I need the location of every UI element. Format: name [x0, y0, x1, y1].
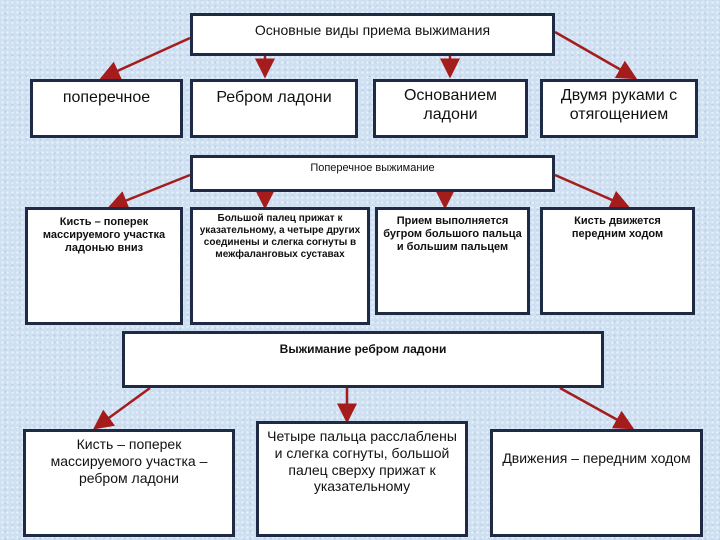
transverse-item-1: Кисть – поперек массируемого участка лад…: [25, 207, 183, 325]
transverse-item-4: Кисть движется передним ходом: [540, 207, 695, 315]
transverse-title-box: Поперечное выжимание: [190, 155, 555, 192]
arrow-title-to-two-hands: [554, 30, 638, 80]
type-box-palm-base: Основанием ладони: [373, 79, 528, 138]
type-box-transverse: поперечное: [30, 79, 183, 138]
type-box-palm-edge: Ребром ладони: [190, 79, 358, 138]
main-title-box: Основные виды приема выжимания: [190, 13, 555, 56]
transverse-item-3: Прием выполняется бугром большого пальца…: [375, 207, 530, 315]
edge-item-3: Движения – передним ходом: [490, 429, 703, 537]
arrow-transverse-to-item4: [554, 173, 631, 210]
arrow-edge-to-item3: [559, 386, 635, 430]
type-box-two-hands: Двумя руками с отягощением: [540, 79, 698, 138]
arrow-transverse-to-item1: [107, 173, 191, 210]
edge-title-box: Выжимание ребром ладони: [122, 331, 604, 388]
arrow-title-to-transverse: [99, 36, 191, 80]
edge-item-2: Четыре пальца расслаблены и слегка согну…: [256, 421, 468, 537]
arrow-edge-to-item1: [92, 386, 151, 430]
edge-item-1: Кисть – поперек массируемого участка – р…: [23, 429, 235, 537]
transverse-item-2: Большой палец прижат к указательному, а …: [190, 207, 370, 325]
